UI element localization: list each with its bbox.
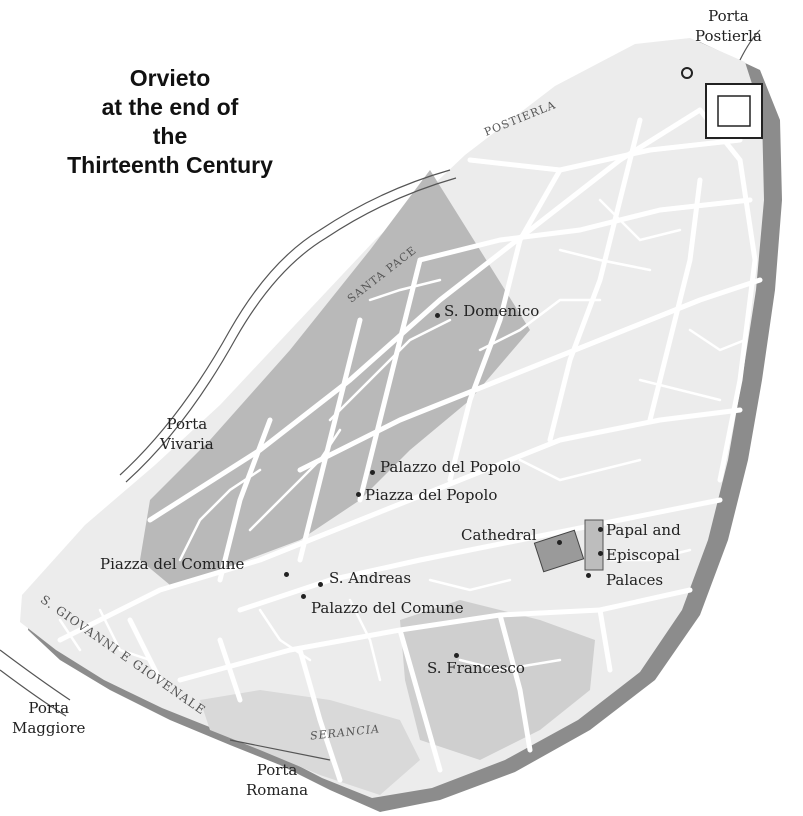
label-s-andreas: S. Andreas (329, 569, 412, 587)
label-palaces: Palaces (606, 571, 664, 589)
fortress-inner (717, 95, 751, 127)
label-palazzo-del-popolo: Palazzo del Popolo (380, 458, 521, 476)
gate-romana-line-1: Porta (256, 761, 298, 779)
papal-palace-footprint (584, 519, 604, 571)
district-santa-pace (140, 170, 530, 585)
map-title: Orvieto at the end of the Thirteenth Cen… (20, 64, 320, 180)
fortress-postierla (705, 83, 763, 139)
gate-romana-line-2: Romana (246, 781, 309, 799)
gate-postierla-line-1: Porta (708, 7, 749, 25)
gate-porta-vivaria: Porta Vivaria (160, 414, 214, 454)
title-line-1: Orvieto (129, 65, 211, 91)
dot-papal-2 (598, 551, 603, 556)
gate-maggiore-line-1: Porta (28, 699, 70, 717)
street-network (57, 107, 763, 783)
dot-papal-3 (586, 573, 591, 578)
title-line-3: the (152, 123, 188, 149)
label-s-domenico: S. Domenico (444, 302, 540, 320)
fortress-well (681, 67, 693, 79)
gate-postierla-line-2: Postierla (695, 27, 762, 45)
label-papal-and: Papal and (606, 521, 681, 539)
dot-papal-1 (598, 527, 603, 532)
dot-palazzo-popolo (370, 470, 375, 475)
gate-maggiore-line-2: Maggiore (12, 719, 86, 737)
dot-piazza-comune (284, 572, 289, 577)
label-piazza-del-comune: Piazza del Comune (100, 555, 245, 573)
gate-vivaria-line-1: Porta (166, 415, 208, 433)
title-line-2: at the end of (101, 94, 239, 120)
gate-vivaria-line-2: Vivaria (160, 435, 214, 453)
dot-s-domenico (435, 313, 440, 318)
dot-piazza-popolo (356, 492, 361, 497)
label-piazza-del-popolo: Piazza del Popolo (365, 486, 498, 504)
alley-network (58, 198, 747, 682)
label-s-francesco: S. Francesco (427, 659, 525, 677)
label-episcopal: Episcopal (606, 546, 680, 564)
dot-s-francesco (454, 653, 459, 658)
district-s-francesco (400, 600, 595, 760)
label-cathedral: Cathedral (461, 526, 537, 544)
dot-s-andreas (318, 582, 323, 587)
district-serancia (200, 690, 420, 795)
gate-porta-romana: Porta Romana (246, 760, 308, 800)
gate-porta-postierla: Porta Postierla (695, 6, 762, 46)
title-line-4: Thirteenth Century (67, 152, 273, 178)
dot-palazzo-comune (301, 594, 306, 599)
dot-cathedral (557, 540, 562, 545)
outer-roads (0, 29, 761, 761)
cathedral-footprint (533, 529, 585, 573)
gate-porta-maggiore: Porta Maggiore (12, 698, 85, 738)
label-palazzo-del-comune: Palazzo del Comune (311, 599, 464, 617)
